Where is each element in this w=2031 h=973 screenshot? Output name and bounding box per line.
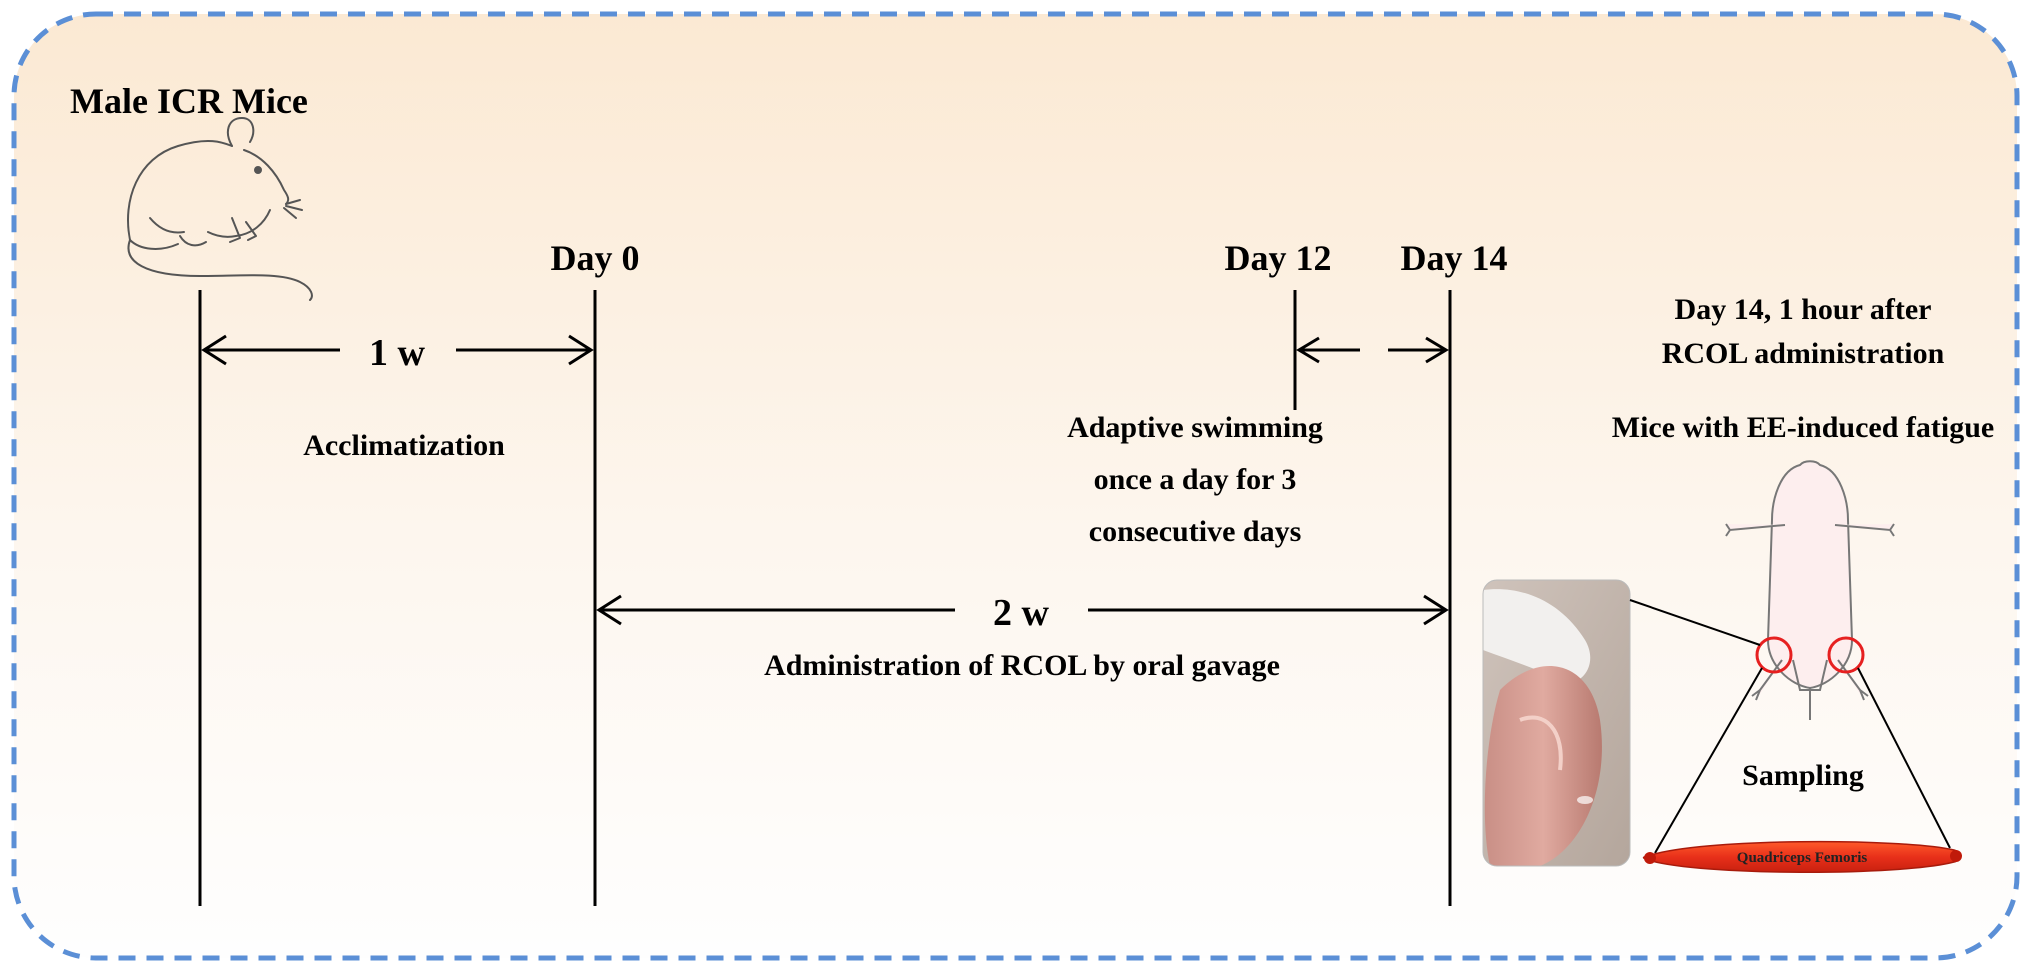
mouse-icon <box>127 117 313 301</box>
administration-label: Administration of RCOL by oral gavage <box>764 649 1280 682</box>
swimming-line-1: Adaptive swimming <box>1067 411 1323 444</box>
dissected-mouse-icon <box>1725 460 1895 720</box>
tissue-photo-frame <box>1482 579 1631 867</box>
dashed-frame <box>11 11 2020 961</box>
day0-label: Day 0 <box>550 238 640 278</box>
sample-ring-left <box>1755 636 1793 674</box>
administration-arrow <box>596 594 1449 626</box>
day14-label: Day 14 <box>1400 238 1508 278</box>
administration-duration: 2 w <box>993 592 1049 634</box>
acclimatization-label: Acclimatization <box>303 429 505 462</box>
swimming-line-2: once a day for 3 <box>1093 463 1297 496</box>
tissue-photo <box>1483 580 1630 866</box>
sampling-connectors <box>1629 599 1951 854</box>
swimming-arrow <box>1296 336 1449 364</box>
endpoint-line-1: Day 14, 1 hour after <box>1674 293 1932 326</box>
acclimatization-arrow <box>201 334 594 366</box>
sampling-label: Sampling <box>1742 759 1864 792</box>
endpoint-line-3: Mice with EE-induced fatigue <box>1611 411 1995 444</box>
sample-ring-right <box>1827 636 1865 674</box>
swimming-line-3: consecutive days <box>1088 515 1302 548</box>
muscle-label: Quadriceps Femoris <box>1736 850 1868 866</box>
diagram-title: Male ICR Mice <box>70 81 308 121</box>
day12-label: Day 12 <box>1224 238 1332 278</box>
endpoint-line-2: RCOL administration <box>1661 337 1945 370</box>
acclimatization-duration: 1 w <box>369 332 425 374</box>
